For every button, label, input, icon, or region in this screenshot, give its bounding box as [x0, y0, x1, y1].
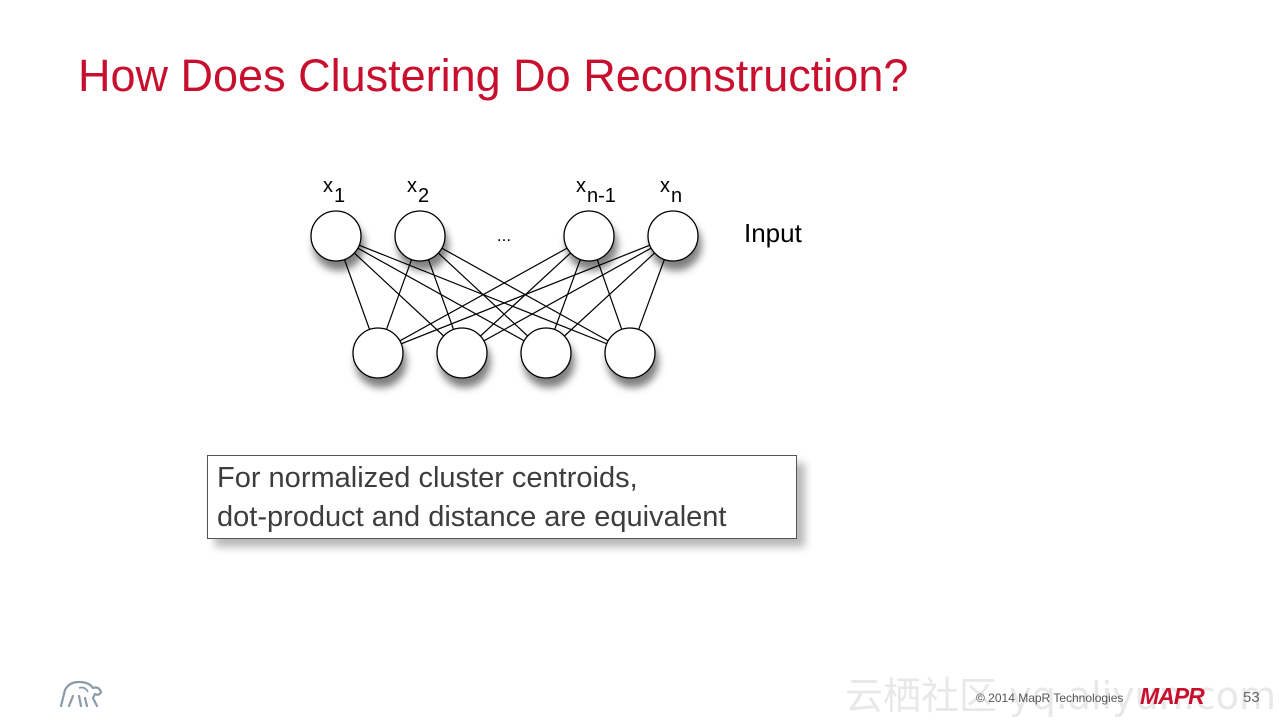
- hidden-node: [352, 327, 404, 379]
- input-node: [563, 210, 615, 262]
- copyright-text: © 2014 MapR Technologies: [976, 691, 1124, 705]
- input-node-label: x2: [407, 175, 429, 207]
- elephant-icon: [59, 680, 103, 708]
- ellipsis-label: ...: [497, 226, 511, 245]
- input-node-label: x1: [323, 175, 345, 207]
- edge: [377, 235, 590, 354]
- callout-line-1: For normalized cluster centroids,: [217, 462, 638, 494]
- callout-box: For normalized cluster centroids, dot-pr…: [207, 455, 797, 539]
- input-node-label: xn-1: [576, 175, 616, 207]
- edge: [545, 235, 674, 354]
- input-layer: [310, 210, 699, 262]
- input-node: [647, 210, 699, 262]
- input-node-label: xn: [660, 175, 682, 207]
- node-labels: x1 x2 xn-1 xn: [323, 175, 682, 207]
- hidden-node: [520, 327, 572, 379]
- hidden-node: [604, 327, 656, 379]
- hidden-layer: [352, 327, 656, 379]
- slide-title: How Does Clustering Do Reconstruction?: [78, 50, 909, 101]
- edge: [461, 235, 674, 354]
- input-node: [310, 210, 362, 262]
- watermark: 云栖社区 yq.aliyun.com: [845, 674, 1277, 718]
- edge: [377, 235, 674, 354]
- hidden-node: [436, 327, 488, 379]
- callout-line-2: dot-product and distance are equivalent: [217, 501, 727, 533]
- page-number: 53: [1243, 689, 1260, 706]
- input-label: Input: [744, 218, 803, 248]
- input-node: [394, 210, 446, 262]
- brand-logo: MAPR: [1140, 683, 1205, 709]
